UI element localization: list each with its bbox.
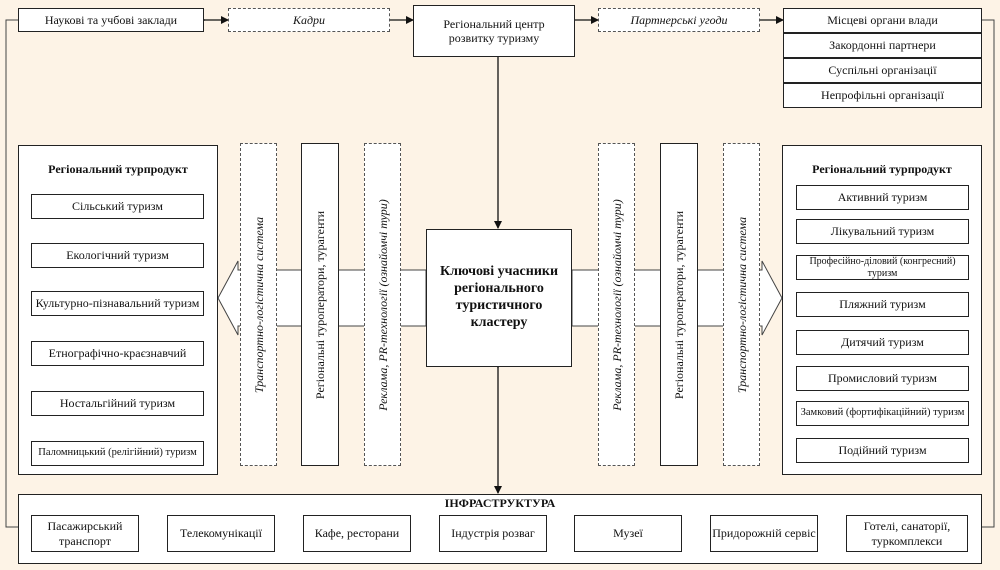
center-box: Регіональний центр розвитку туризму (413, 5, 575, 57)
partner-box: Місцеві органи влади (783, 8, 982, 33)
infra-label: Готелі, санаторії, туркомплекси (863, 519, 951, 548)
frame-right (982, 19, 995, 528)
left-product-item: Культурно-пізнавальний туризм (31, 291, 204, 316)
left-product-label: Екологічний туризм (66, 248, 169, 263)
right-product-item: Подійний туризм (796, 438, 969, 463)
right-product-label: Замковий (фортифікаційний) туризм (800, 407, 965, 419)
infra-label: Музеї (613, 526, 643, 541)
left-panel-title: Регіональний турпродукт (48, 162, 188, 176)
educational-box: Наукові та учбові заклади (18, 8, 204, 32)
left-product-item: Екологічний туризм (31, 243, 204, 268)
partner-label: Суспільні організації (828, 63, 937, 78)
right-panel-title: Регіональний турпродукт (812, 162, 952, 176)
infra-label: Пасажирський транспорт (47, 519, 123, 548)
right-operators-label: Регіональні туроператори, турагенти (671, 210, 686, 399)
right-product-item: Промисловий туризм (796, 366, 969, 391)
right-product-item: Лікувальний туризм (796, 219, 969, 244)
center-label: Регіональний центр розвитку туризму (443, 16, 545, 45)
right-advert-label: Реклама, PR-технології (ознайомчі тури) (609, 198, 624, 411)
agreements-box: Партнерські угоди (598, 8, 760, 32)
right-product-item: Дитячий туризм (796, 330, 969, 355)
right-product-item: Професійно-діловий (конгресний) туризм (796, 255, 969, 280)
left-product-item: Етнографічно-краєзнавчий (31, 341, 204, 366)
right-product-label: Дитячий туризм (841, 335, 924, 350)
partner-box: Непрофільні організації (783, 83, 982, 108)
infra-item: Готелі, санаторії, туркомплекси (846, 515, 968, 552)
left-product-label: Ностальгійний туризм (59, 396, 176, 411)
right-product-label: Промисловий туризм (828, 371, 937, 386)
right-product-item: Активний туризм (796, 185, 969, 210)
infra-label: Придорожній сервіс (712, 526, 816, 541)
right-product-item: Замковий (фортифікаційний) туризм (796, 401, 969, 426)
infra-item: Музеї (574, 515, 682, 552)
left-product-label: Етнографічно-краєзнавчий (48, 346, 187, 361)
right-product-label: Лікувальний туризм (830, 224, 935, 239)
core-label: Ключові учасники регіонального туристичн… (439, 264, 559, 330)
left-product-item: Ностальгійний туризм (31, 391, 204, 416)
partner-label: Закордонні партнери (829, 38, 936, 53)
educational-label: Наукові та учбові заклади (44, 12, 178, 27)
left-product-label: Паломницький (релігійний) туризм (38, 447, 197, 459)
left-product-label: Сільський туризм (72, 199, 163, 214)
partner-label: Непрофільні організації (821, 88, 944, 103)
left-product-label: Культурно-пізнавальний туризм (35, 296, 200, 311)
right-product-label: Активний туризм (837, 190, 928, 205)
partner-label: Місцеві органи влади (827, 13, 938, 28)
left-transport-column: Транспортно-логістична система (240, 143, 277, 466)
right-operators-column: Регіональні туроператори, турагенти (660, 143, 698, 466)
infra-item: Телекомунікації (167, 515, 275, 552)
right-product-item: Пляжний туризм (796, 292, 969, 317)
left-product-item: Паломницький (релігійний) туризм (31, 441, 204, 466)
left-product-item: Сільський туризм (31, 194, 204, 219)
infra-label: Кафе, ресторани (314, 526, 400, 541)
staff-box: Кадри (228, 8, 390, 32)
frame-left (5, 19, 18, 528)
core-box: Ключові учасники регіонального туристичн… (426, 229, 572, 367)
right-product-label: Пляжний туризм (839, 297, 926, 312)
right-advert-column: Реклама, PR-технології (ознайомчі тури) (598, 143, 635, 466)
partner-box: Суспільні організації (783, 58, 982, 83)
infra-item: Придорожній сервіс (710, 515, 818, 552)
infra-label: Індустрія розваг (451, 526, 535, 541)
infra-item: Індустрія розваг (439, 515, 547, 552)
staff-label: Кадри (292, 12, 326, 27)
right-product-label: Подійний туризм (838, 443, 927, 458)
infrastructure-title: ІНФРАСТРУКТУРА (444, 496, 556, 510)
left-transport-label: Транспортно-логістична система (251, 216, 266, 393)
agreements-label: Партнерські угоди (630, 12, 728, 27)
infra-item: Пасажирський транспорт (31, 515, 139, 552)
partner-box: Закордонні партнери (783, 33, 982, 58)
left-advert-label: Реклама, PR-технології (ознайомчі тури) (375, 198, 390, 411)
left-operators-column: Регіональні туроператори, турагенти (301, 143, 339, 466)
right-product-label: Професійно-діловий (конгресний) туризм (809, 255, 956, 279)
right-transport-label: Транспортно-логістична система (734, 216, 749, 393)
left-advert-column: Реклама, PR-технології (ознайомчі тури) (364, 143, 401, 466)
infra-label: Телекомунікації (180, 526, 262, 541)
right-transport-column: Транспортно-логістична система (723, 143, 760, 466)
left-operators-label: Регіональні туроператори, турагенти (312, 210, 327, 399)
infra-item: Кафе, ресторани (303, 515, 411, 552)
